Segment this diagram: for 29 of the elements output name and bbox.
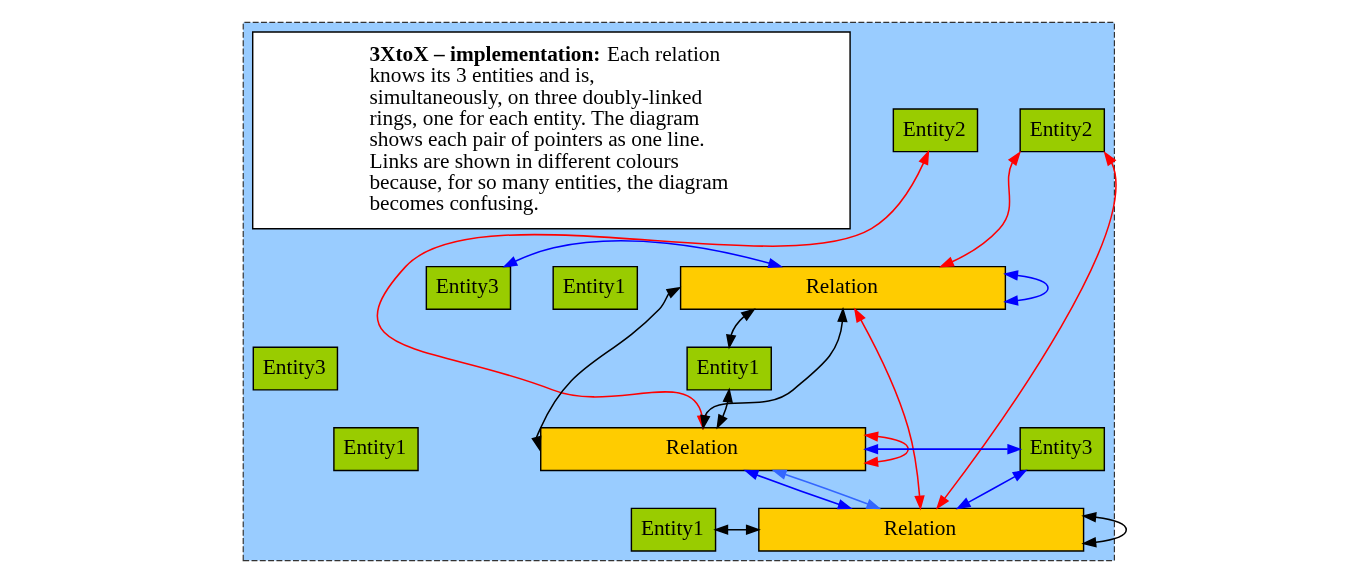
node-box: Entity1 [686, 346, 772, 391]
arrow [716, 387, 733, 430]
node-box: Relation [679, 265, 1007, 310]
node-box: Entity2 [892, 108, 979, 153]
node-box: Entity3 [252, 346, 339, 391]
arrow [531, 286, 682, 452]
arrow [863, 443, 1023, 455]
arrow [863, 431, 909, 467]
node-box: 3XtoX – implementation: Each relation knows its 3 entities and is, simultaneously, on three doubly-linked rings, one for each entity. The diagram shows each pair of pointers as one line. Links are shown in different colours because, for so many entities, the diagram becomes confusing. [252, 31, 851, 230]
node-box: Relation [540, 427, 867, 472]
arrow [935, 150, 1117, 510]
arrow [743, 469, 853, 510]
node-box: Entity1 [630, 507, 717, 552]
node-box: Entity2 [1019, 108, 1106, 153]
arrow [713, 524, 761, 535]
arrow [1081, 512, 1128, 548]
node-box: Entity1 [333, 427, 419, 472]
node-box: Entity3 [1019, 427, 1106, 472]
arrow [938, 150, 1021, 268]
node-box: Relation [758, 507, 1085, 552]
arrow [700, 306, 848, 431]
arrow [771, 469, 882, 510]
arrow [955, 469, 1028, 510]
arrow [726, 308, 756, 350]
arrow [1003, 270, 1049, 306]
arrow [853, 307, 925, 511]
node-box: Entity3 [425, 265, 512, 310]
node-box: Entity1 [552, 265, 639, 310]
arrow [502, 240, 784, 269]
